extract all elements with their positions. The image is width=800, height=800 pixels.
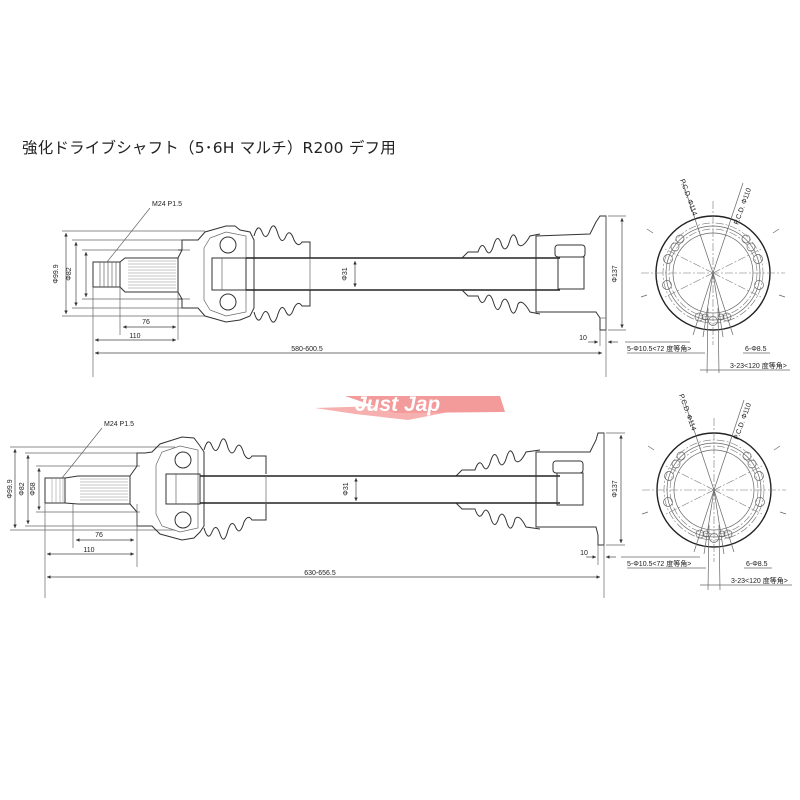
- hole-spec-3x23: 3-23<120 度等角>: [731, 576, 788, 585]
- flange-diameter-label: Φ137: [612, 265, 619, 282]
- hole-spec-6x8-5: 6-Φ8.5: [745, 346, 767, 353]
- overall-length-label: 630-656.5: [304, 570, 336, 577]
- dim-76-label: 76: [142, 319, 150, 326]
- spline-diameter-label: Φ82: [66, 267, 73, 280]
- shaft-diameter-label: Φ31: [342, 267, 349, 280]
- outer-diameter-label: Φ99.9: [53, 264, 60, 283]
- shaft-diameter-label: Φ31: [343, 482, 350, 495]
- hole-spec-5x10-5: 5-Φ10.5<72 度等角>: [627, 344, 691, 353]
- hole-spec-3x23: 3-23<120 度等角>: [730, 361, 787, 370]
- hole-spec-6x8-5: 6-Φ8.5: [746, 561, 768, 568]
- dim-76-label: 76: [95, 532, 103, 539]
- hole-spec-5x10-5: 5-Φ10.5<72 度等角>: [627, 559, 691, 568]
- thread-spec-label: M24 P1.5: [104, 421, 134, 428]
- drawing-title: 強化ドライブシャフト（5･6H マルチ）R200 デフ用: [22, 139, 396, 157]
- flange-thickness-label: 10: [579, 335, 587, 342]
- dim-110-label: 110: [129, 333, 140, 340]
- inner-diameter-label: Φ58: [30, 482, 37, 495]
- thread-spec-label: M24 P1.5: [152, 201, 182, 208]
- upper-shaft-drawing: M24 P1.5 Φ99.9 Φ82 Φ31 Φ137 76 110 580-6…: [53, 178, 790, 377]
- flange-thickness-label: 10: [580, 550, 588, 557]
- pcd-114-label: P.C.D. Φ114: [678, 178, 698, 217]
- pcd-114-label: P.C.D. Φ114: [677, 393, 697, 432]
- dim-110-label: 110: [83, 547, 94, 554]
- spline-diameter-label: Φ82: [19, 482, 26, 495]
- pcd-110-label: P.C.D. Φ110: [733, 187, 753, 226]
- svg-text:Just Jap: Just Jap: [355, 393, 440, 416]
- overall-length-label: 580-600.5: [291, 346, 323, 353]
- just-jap-watermark: Just Jap: [315, 393, 505, 420]
- outer-diameter-label: Φ99.9: [7, 479, 14, 498]
- flange-diameter-label: Φ137: [612, 480, 619, 497]
- lower-shaft-drawing: M24 P1.5 Φ99.9 Φ82 Φ58 Φ31 Φ137 76 110 6…: [7, 393, 792, 598]
- pcd-110-label: P.C.D. Φ110: [733, 402, 753, 441]
